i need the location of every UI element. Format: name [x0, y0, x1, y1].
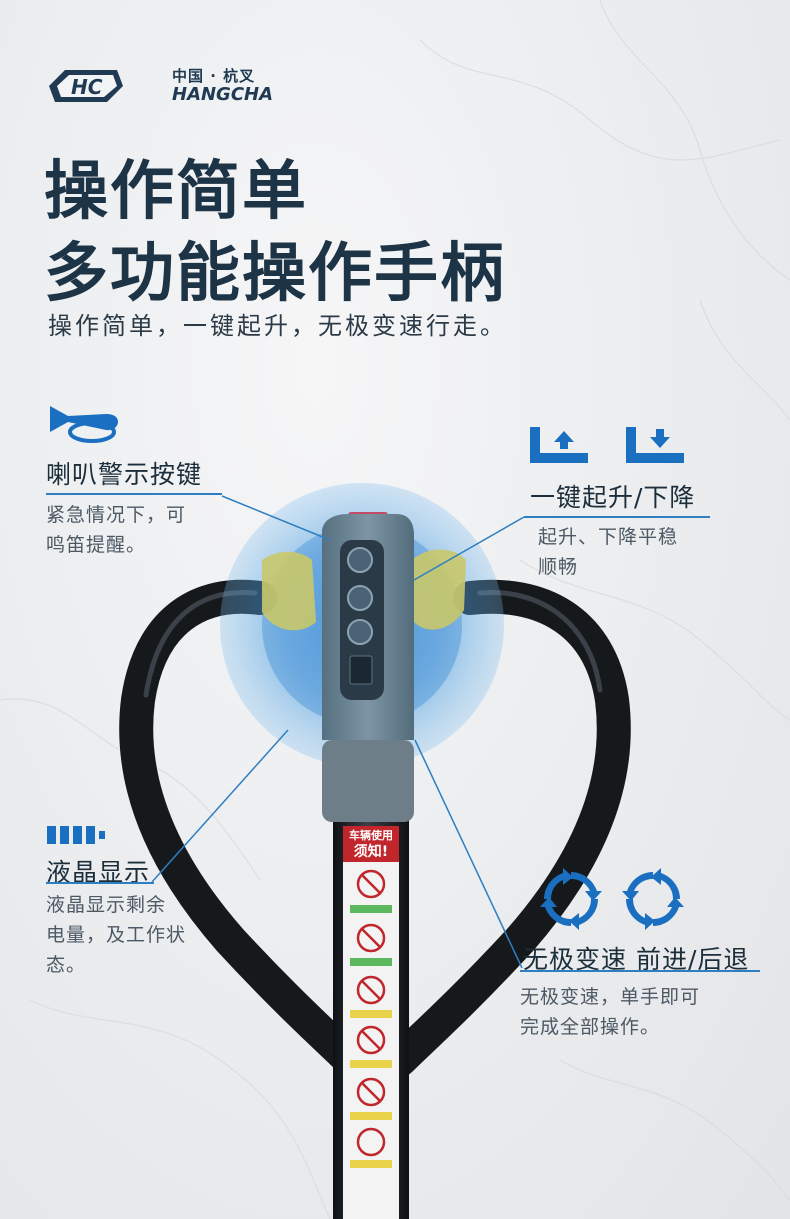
lcd-feature-desc: 液晶显示剩余 电量，及工作状 态。 — [46, 890, 246, 980]
rotate-cw-icon — [540, 868, 602, 930]
headline-line-2: 多功能操作手柄 — [44, 237, 506, 311]
speed-feature-desc: 无极变速，单手即可 完成全部操作。 — [520, 982, 760, 1042]
lcd-underline — [46, 882, 154, 884]
speed-desc-line-1: 无极变速，单手即可 — [520, 986, 701, 1008]
lift-underline — [524, 516, 710, 518]
lift-feature-title: 一键起升/下降 — [530, 483, 696, 512]
horn-feature-title: 喇叭警示按键 — [46, 460, 203, 489]
notice-line-2: 须知! — [353, 844, 389, 860]
lcd-desc-line-1: 液晶显示剩余 — [46, 894, 167, 916]
notice-label-text: 车辆使用 须知! — [343, 828, 399, 860]
horn-feature-desc: 紧急情况下，可 鸣笛提醒。 — [46, 500, 246, 560]
lift-up-icon — [530, 427, 588, 463]
horn-desc-line-1: 紧急情况下，可 — [46, 504, 187, 526]
lift-down-icon — [626, 427, 684, 463]
speed-underline — [520, 970, 760, 972]
horn-leader-line — [221, 495, 331, 541]
lift-desc-line-1: 起升、下降平稳 — [538, 526, 679, 548]
left-grip — [262, 551, 316, 631]
right-grip — [412, 549, 466, 630]
notice-line-1: 车辆使用 — [349, 829, 393, 842]
hc-logo-icon: HC — [49, 70, 123, 102]
speed-desc-line-2: 完成全部操作。 — [520, 1016, 661, 1038]
brand-name-cn: 中国 · 杭叉 — [172, 67, 256, 85]
speed-leader-line — [414, 739, 523, 969]
lcd-leader-line — [151, 729, 289, 883]
headline-line-1: 操作简单 — [44, 155, 308, 229]
headline-subtitle: 操作简单，一键起升，无极变速行走。 — [48, 312, 507, 340]
notice-label — [343, 826, 399, 1219]
lift-desc-line-2: 顺畅 — [538, 556, 579, 578]
lift-feature-desc: 起升、下降平稳 顺畅 — [538, 522, 738, 582]
battery-level-icon — [47, 826, 105, 844]
svg-text:HC: HC — [71, 75, 103, 99]
speed-feature-title: 无极变速 前进/后退 — [523, 945, 750, 974]
horn-desc-line-2: 鸣笛提醒。 — [46, 534, 147, 556]
rotate-ccw-icon — [622, 868, 684, 930]
lcd-desc-line-2: 电量，及工作状 — [46, 924, 187, 946]
lift-leader-line — [413, 516, 525, 581]
lcd-desc-line-3: 态。 — [46, 954, 87, 976]
horn-underline — [46, 493, 222, 495]
brand-logo: HC 中国 · 杭叉 HANGCHA — [47, 64, 273, 108]
horn-icon — [50, 406, 118, 443]
brand-name-en: HANGCHA — [172, 84, 274, 105]
